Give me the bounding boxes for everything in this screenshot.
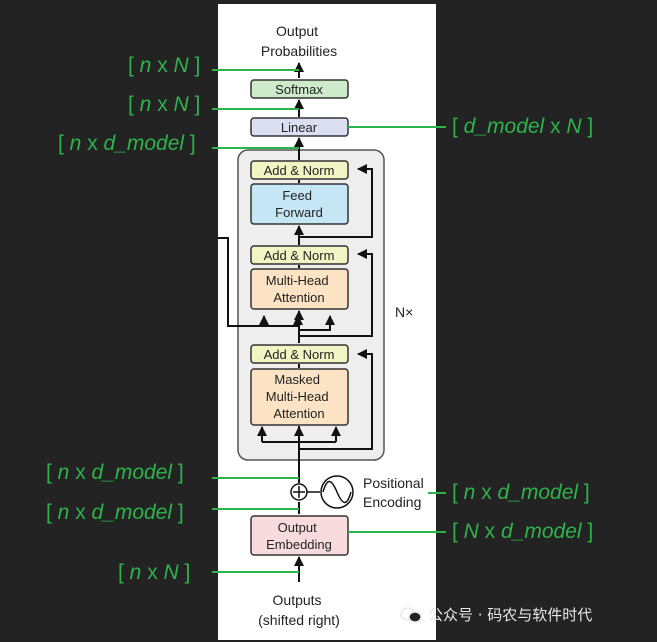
softmax-box [250, 79, 349, 99]
add-norm-label-2: Add & Norm [264, 248, 335, 263]
watermark-text: 公众号 · 码农与软件时代 [428, 606, 593, 624]
add-norm-box-3 [250, 160, 349, 180]
dim-pos-sum: [ n x d_model ] [46, 461, 184, 484]
masked-multi-head-attention-box [250, 368, 349, 426]
output-embedding-box [250, 515, 349, 556]
dim-pos-enc: [ n x d_model ] [452, 481, 590, 504]
dim-probs: [ n x N ] [128, 54, 201, 77]
outputs-label: Outputs (shifted right) [258, 592, 340, 628]
add-norm-label-1: Add & Norm [264, 347, 335, 362]
add-norm-box-2 [250, 245, 349, 265]
masked-multi-head-attention-label: Masked Multi-Head Attention [266, 372, 332, 421]
dim-embed-out: [ n x d_model ] [46, 501, 184, 524]
feed-forward-label: Feed Forward [275, 188, 323, 220]
add-norm-box-1 [250, 344, 349, 364]
dim-softmax-out: [ n x N ] [128, 93, 201, 116]
output-embedding-label: Output Embedding [266, 520, 332, 552]
dim-linear-weight: [ d_model x N ] [452, 115, 594, 138]
watermark: 公众号 · 码农与软件时代 [400, 604, 592, 625]
dim-linear-in: [ n x d_model ] [58, 132, 196, 155]
multi-head-attention-box [250, 268, 349, 310]
output-probabilities-label: Output Probabilities [261, 23, 337, 59]
dim-embed-weight: [ N x d_model ] [452, 520, 594, 543]
positional-encoding-label: Positional Encoding [363, 475, 428, 510]
dim-input-tokens: [ n x N ] [118, 561, 191, 584]
multi-head-attention-label: Multi-Head Attention [266, 273, 332, 305]
feed-forward-box [250, 183, 349, 225]
softmax-label: Softmax [275, 82, 323, 97]
linear-label: Linear [281, 120, 318, 135]
wechat-icon [400, 607, 422, 623]
add-norm-label-3: Add & Norm [264, 163, 335, 178]
repeat-label: N× [395, 304, 413, 320]
